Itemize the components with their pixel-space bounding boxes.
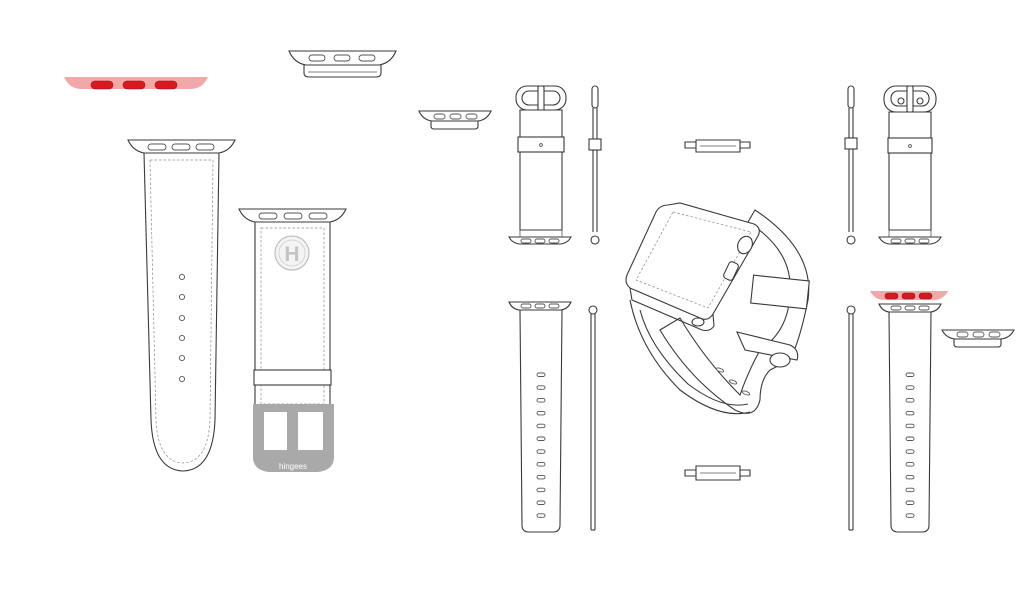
strap-hole (536, 372, 546, 377)
buckle-strap-front-view (508, 85, 572, 245)
strap-hole (905, 385, 915, 390)
lug-connector-far-right (941, 329, 1015, 348)
strap-hole (905, 436, 915, 441)
strap-hole (536, 410, 546, 416)
buckle-strap-side-view (588, 85, 602, 245)
lug-connector-mid-bottom (684, 465, 751, 481)
strap-hole (905, 474, 915, 480)
strap-hole (905, 487, 915, 493)
hole-strap-side-view-right (846, 305, 856, 531)
strap-hole (905, 513, 915, 518)
strap-hole (905, 372, 915, 377)
monogram-letter: H (284, 243, 299, 266)
strap-hole (536, 487, 546, 493)
strap-hole (905, 500, 915, 505)
highlighted-lug-connector-small (870, 291, 948, 300)
strap-hole (536, 474, 546, 480)
long-strap-front (127, 139, 236, 472)
buckle-strap-side-view-right (844, 85, 858, 245)
hole-strap-front-view-right (878, 303, 942, 533)
strap-hole (905, 423, 915, 429)
watch-perspective-view (625, 202, 810, 415)
lug-connector-mid-top (684, 139, 751, 153)
strap-hole (536, 436, 546, 441)
strap-hole (536, 462, 546, 467)
buckle-strap-front-view-right (878, 85, 942, 245)
strap-hole (905, 462, 915, 467)
strap-hole (536, 500, 546, 505)
strap-hole (905, 449, 915, 454)
strap-hole (536, 449, 546, 454)
short-strap-with-buckle: H hingees (238, 208, 347, 472)
strap-hole (536, 423, 546, 429)
hole-strap-side-view (588, 305, 598, 531)
strap-hole (905, 398, 915, 403)
strap-hole (905, 410, 915, 416)
lug-connector-small (418, 110, 492, 130)
brand-logo-text: hingees (279, 462, 307, 471)
hole-strap-front-view (508, 301, 572, 533)
monogram-logo: H (274, 235, 310, 271)
buckle: hingees (253, 404, 334, 472)
lug-connector-top (288, 50, 397, 78)
strap-hole (536, 513, 546, 518)
highlighted-lug-connector-large (64, 77, 208, 90)
strap-hole (536, 385, 546, 390)
strap-hole (536, 398, 546, 403)
